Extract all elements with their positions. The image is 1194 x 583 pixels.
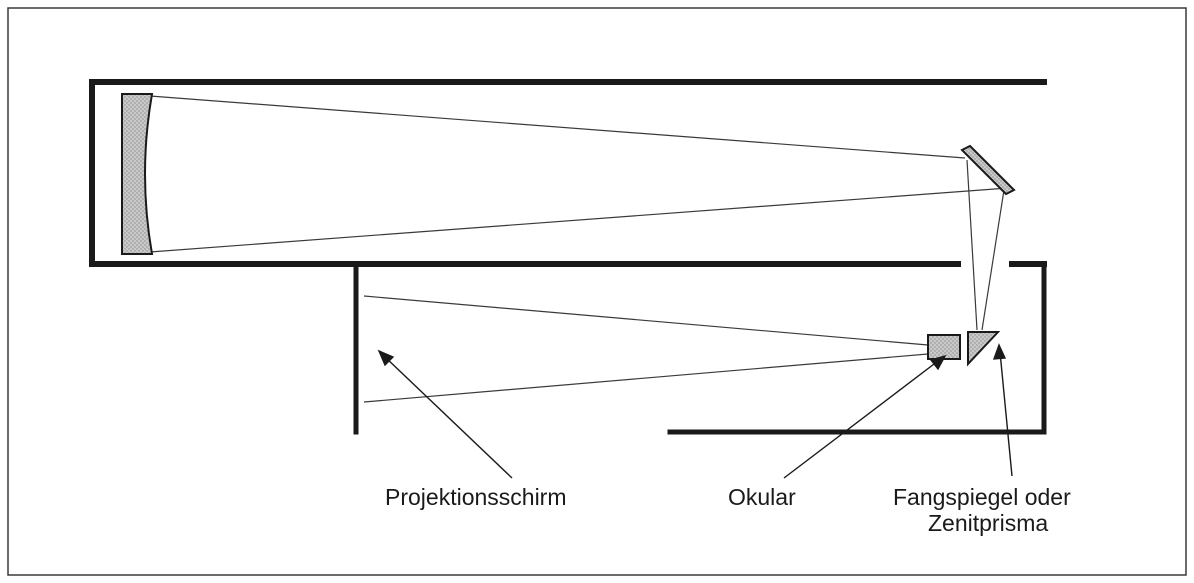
outer-frame xyxy=(7,7,1187,576)
label-eyepiece: Okular xyxy=(728,484,796,510)
arrow-prism-head xyxy=(992,343,1007,360)
arrow-screen-head xyxy=(377,349,395,367)
diagonal-mirror xyxy=(960,144,1016,196)
primary-mirror xyxy=(121,93,154,255)
ray-screen-upper xyxy=(363,295,929,346)
arrow-eyepiece-head xyxy=(929,354,947,371)
eyepiece-lens xyxy=(927,334,961,360)
label-diagonal-line2: Zenitprisma xyxy=(928,510,1048,536)
projection-housing xyxy=(353,261,1047,435)
arrow-prism-line xyxy=(999,351,1013,477)
light-rays xyxy=(149,95,1009,403)
arrow-eyepiece-line xyxy=(783,360,939,479)
ray-diagonal-left xyxy=(966,159,978,331)
arrow-screen-line xyxy=(383,355,513,479)
ray-screen-lower xyxy=(363,353,929,403)
label-diagonal-line1: Fangspiegel oder xyxy=(893,484,1071,510)
ray-lower xyxy=(149,187,1009,253)
label-projection-screen: Projektionsschirm xyxy=(385,484,567,510)
ray-upper xyxy=(149,95,966,159)
zenith-prism xyxy=(967,331,1001,367)
leader-arrows xyxy=(377,343,1013,479)
ray-diagonal-right xyxy=(981,189,1005,331)
telescope-tube xyxy=(89,79,1047,267)
